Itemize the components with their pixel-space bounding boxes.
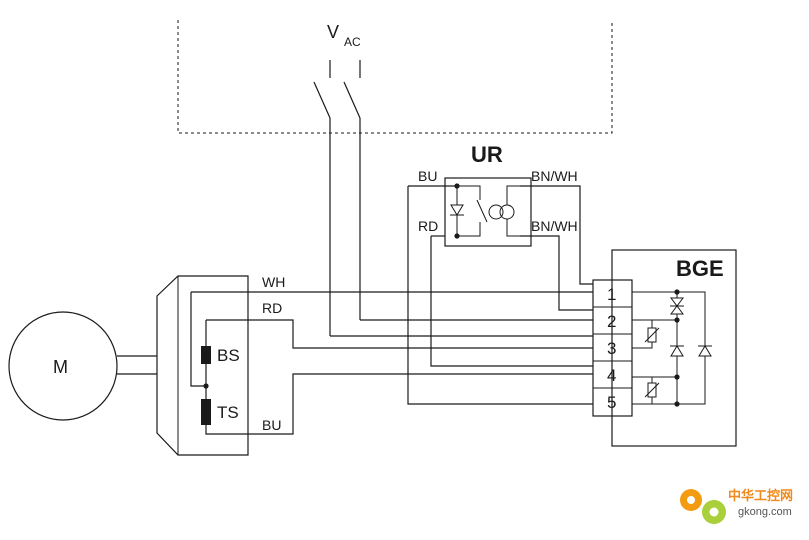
supply-boundary	[177, 20, 613, 134]
bs-label: BS	[217, 346, 240, 365]
motor: M	[8, 311, 157, 421]
watermark-brand: 中华工控网	[728, 488, 793, 503]
bge-terminal-5: 5	[607, 393, 616, 412]
motor-wire-bu-label: BU	[262, 417, 281, 433]
supply-voltage-subscript: AC	[344, 35, 361, 49]
watermark: 中华工控网 gkong.com	[680, 488, 793, 524]
watermark-domain: gkong.com	[738, 506, 792, 518]
motor-wire-wh-label: WH	[262, 274, 285, 290]
bge-terminal-4: 4	[607, 366, 616, 385]
supply-voltage-symbol: V	[327, 22, 339, 42]
ur-left-top-label: BU	[418, 168, 437, 184]
motor-terminal-box	[156, 275, 249, 456]
bge-box	[611, 249, 737, 447]
ur-relay: UR BU RD BN/WH BN/WH	[407, 142, 593, 405]
motor-circle	[8, 311, 118, 421]
bge-terminal-3: 3	[607, 339, 616, 358]
motor-wire-rd-label: RD	[262, 300, 282, 316]
bs-coil	[201, 346, 211, 364]
supply-switch	[313, 60, 361, 336]
ts-coil	[201, 399, 211, 425]
ur-left-bottom-label: RD	[418, 218, 438, 234]
motor-label: M	[53, 357, 68, 377]
bge-title: BGE	[676, 256, 724, 281]
ur-right-bottom-label: BN/WH	[531, 218, 578, 234]
bge-terminal-1: 1	[607, 285, 616, 304]
bge-rectifier: BGE 1 2 3 4 5	[592, 249, 737, 447]
ts-label: TS	[217, 403, 239, 422]
ur-right-top-label: BN/WH	[531, 168, 578, 184]
bge-terminal-2: 2	[607, 312, 616, 331]
ur-title: UR	[471, 142, 503, 167]
ur-box	[444, 177, 532, 247]
brake-coils: BS TS	[190, 291, 593, 435]
